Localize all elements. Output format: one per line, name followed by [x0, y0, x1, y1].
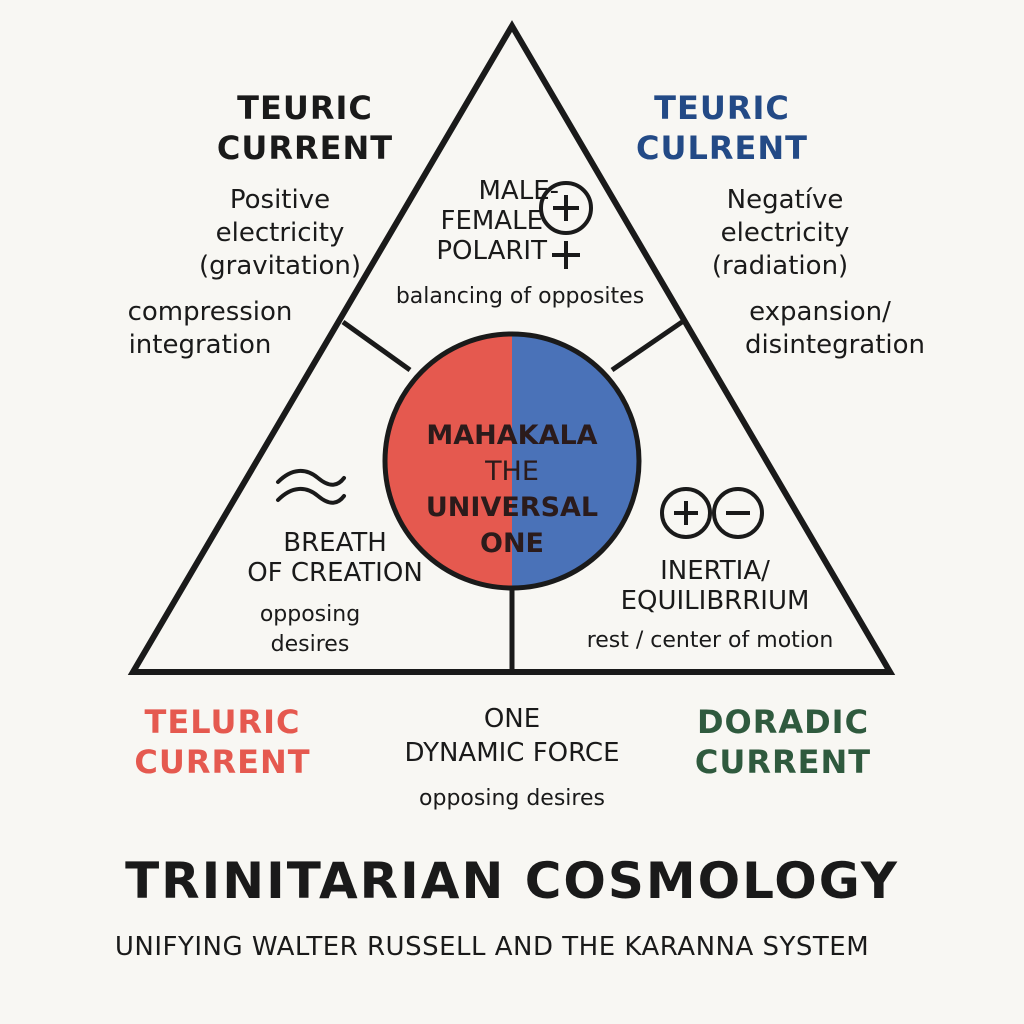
bottom-center-heading: ONE DYNAMIC FORCE — [362, 702, 662, 770]
bottom-center-caption: opposing desires — [419, 786, 605, 811]
description-line: (gravitation) — [199, 251, 361, 281]
top-left-description: Positive electricity (gravitation) — [180, 184, 380, 283]
center-line: ONE — [480, 528, 544, 559]
heading-line: TELURIC — [144, 703, 301, 741]
description-line: expansion/ — [749, 297, 891, 327]
plus-minus-icon — [660, 487, 764, 539]
inertia-caption: rest / center of motion — [586, 628, 834, 653]
description-line: electricity — [215, 218, 345, 248]
page-subtitle: UNIFYING WALTER RUSSELL AND THE KARANNA … — [114, 932, 870, 962]
caption-line: opposing — [259, 602, 361, 627]
heading-line: ONE — [483, 704, 541, 734]
heading-line: CURRENT — [216, 129, 394, 167]
top-left-description-2: compression integration — [110, 296, 310, 362]
description-line: disintegration — [744, 330, 926, 360]
breath-heading: BREATH OF CREATION — [240, 528, 430, 588]
divider-right — [610, 319, 684, 373]
heading-line: CULRENT — [636, 129, 808, 167]
plus-icon — [552, 241, 580, 269]
heading-line: DYNAMIC FORCE — [404, 738, 620, 768]
description-line: electricity — [720, 218, 850, 248]
description-line: compression — [127, 297, 293, 327]
heading-line: TEURIC — [654, 89, 790, 127]
center-line: THE — [485, 456, 539, 487]
heading-line: TEURIC — [237, 89, 373, 127]
heading-line: INERTIA/ — [660, 556, 770, 586]
heading-line: BREATH — [283, 528, 387, 558]
bottom-right-heading: DORADIC CURRENT — [678, 702, 888, 782]
description-line: Negatíve — [726, 185, 844, 215]
heading-line: DORADIC — [696, 703, 870, 741]
heading-line: CURRENT — [134, 743, 311, 781]
page-title: TRINITARIAN COSMOLOGY — [125, 852, 899, 910]
polarity-heading: MALE- FEMALE POLARIT — [415, 176, 565, 266]
heading-line: CURRENT — [694, 743, 872, 781]
wave-icon — [276, 469, 346, 505]
polarity-caption: balancing of opposites — [395, 284, 645, 309]
top-right-description-2: expansion/ disintegration — [715, 296, 945, 362]
heading-line: POLARIT — [436, 236, 547, 266]
center-text: MAHAKALA THE UNIVERSAL ONE — [392, 418, 632, 562]
heading-line: FEMALE — [440, 206, 543, 236]
heading-line: OF CREATION — [247, 558, 423, 588]
top-left-heading: TEURIC CURRENT — [205, 88, 405, 168]
description-line: (radiation) — [711, 251, 849, 281]
bottom-left-heading: TELURIC CURRENT — [120, 702, 325, 782]
top-right-description: Negatíve electricity (radiation) — [685, 184, 885, 283]
divider-left — [341, 319, 412, 373]
center-title: MAHAKALA — [426, 420, 598, 451]
description-line: integration — [128, 330, 272, 360]
plus-circle-icon — [539, 181, 593, 235]
heading-line: MALE- — [478, 176, 559, 206]
heading-line: EQUILIBRRIUM — [620, 586, 810, 616]
caption-line: desires — [270, 632, 350, 657]
center-line: UNIVERSAL — [425, 492, 599, 523]
description-line: Positive — [229, 185, 331, 215]
breath-caption: opposing desires — [230, 600, 390, 660]
top-right-heading: TEURIC CULRENT — [622, 88, 822, 168]
inertia-heading: INERTIA/ EQUILIBRRIUM — [615, 556, 815, 616]
